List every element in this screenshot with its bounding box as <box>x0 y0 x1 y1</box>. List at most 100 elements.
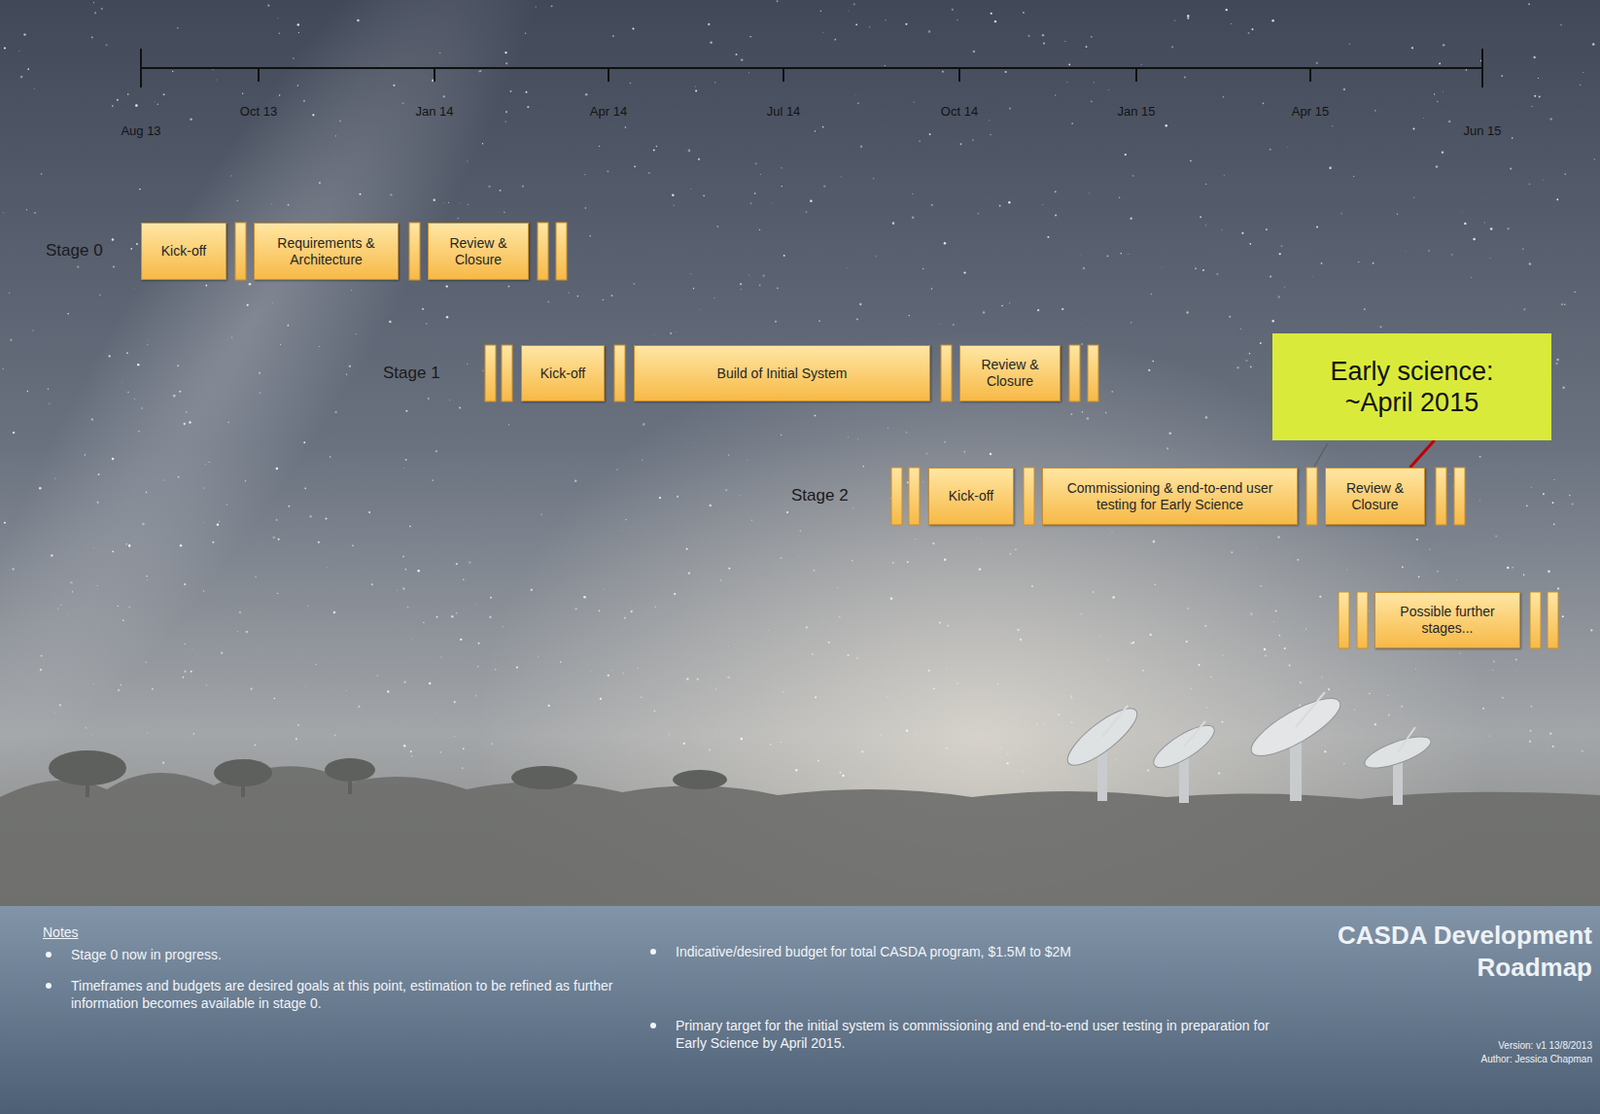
star <box>1411 46 1414 49</box>
star <box>215 78 217 80</box>
star <box>1071 413 1074 416</box>
star <box>1265 228 1268 231</box>
star <box>728 567 731 570</box>
star <box>840 689 842 691</box>
star <box>128 606 130 608</box>
star <box>904 23 907 26</box>
star <box>857 102 860 105</box>
star <box>178 390 181 393</box>
star <box>1090 100 1093 103</box>
antenna-dishes <box>1060 688 1435 805</box>
star <box>780 556 783 559</box>
star <box>782 691 784 693</box>
star <box>1151 360 1154 363</box>
star <box>1523 573 1525 575</box>
star <box>451 615 454 619</box>
star <box>1459 652 1461 655</box>
star <box>709 40 712 43</box>
star <box>1552 745 1555 748</box>
star <box>548 704 551 707</box>
star <box>1217 771 1220 774</box>
star <box>125 543 128 546</box>
star <box>386 690 389 693</box>
star <box>287 204 290 207</box>
star <box>162 761 165 764</box>
star <box>1594 158 1596 160</box>
star <box>1451 253 1453 255</box>
star <box>1043 42 1045 45</box>
star <box>1461 210 1464 213</box>
star <box>93 1 95 3</box>
star <box>1553 479 1555 481</box>
star <box>669 332 672 335</box>
star <box>1042 204 1044 206</box>
star <box>972 139 974 140</box>
star <box>151 688 153 690</box>
star <box>505 121 507 123</box>
author-text: Author: Jessica Chapman <box>1480 1053 1593 1065</box>
star <box>918 139 920 141</box>
star <box>847 9 850 12</box>
star <box>982 311 985 314</box>
star <box>40 173 43 175</box>
star <box>776 287 779 290</box>
star <box>811 653 814 656</box>
star <box>1149 633 1152 636</box>
star <box>402 467 405 470</box>
star <box>137 363 140 366</box>
star <box>589 235 592 238</box>
star <box>117 689 121 693</box>
star <box>203 521 206 523</box>
star <box>854 93 857 96</box>
star <box>1090 35 1093 38</box>
star <box>727 675 730 678</box>
star <box>417 569 420 573</box>
star <box>1220 229 1222 231</box>
star <box>179 544 183 548</box>
star <box>59 703 62 706</box>
star <box>1448 120 1451 123</box>
star <box>1530 705 1532 707</box>
star <box>431 479 434 482</box>
star <box>208 461 210 463</box>
star <box>48 403 50 405</box>
notes-panel <box>0 905 1600 1114</box>
star <box>304 486 307 489</box>
star <box>480 69 482 71</box>
star <box>3 46 6 49</box>
axis-date: Jan 15 <box>1116 104 1155 119</box>
star <box>189 421 191 423</box>
star <box>640 695 642 697</box>
star <box>318 346 320 348</box>
star <box>1501 696 1504 699</box>
star <box>943 558 947 562</box>
star <box>277 17 279 20</box>
star <box>1288 664 1291 667</box>
star <box>1573 291 1575 293</box>
star <box>869 26 870 28</box>
star <box>1532 56 1535 59</box>
star <box>1561 303 1564 306</box>
star <box>1150 293 1153 296</box>
star <box>85 727 88 730</box>
box-text: Kick-off <box>948 487 994 505</box>
star <box>335 135 337 137</box>
star <box>47 387 50 390</box>
star <box>333 611 336 614</box>
star <box>188 420 192 424</box>
star <box>1186 17 1189 20</box>
star <box>1438 63 1441 66</box>
star <box>147 340 149 342</box>
star <box>1415 667 1418 670</box>
star <box>40 655 43 658</box>
star <box>27 390 29 392</box>
star <box>728 454 730 456</box>
star <box>271 301 274 304</box>
star <box>1250 612 1253 616</box>
star <box>111 238 114 241</box>
star <box>292 57 294 59</box>
star <box>1324 745 1327 748</box>
star <box>1401 565 1404 568</box>
star <box>989 452 993 456</box>
star <box>1509 168 1512 171</box>
